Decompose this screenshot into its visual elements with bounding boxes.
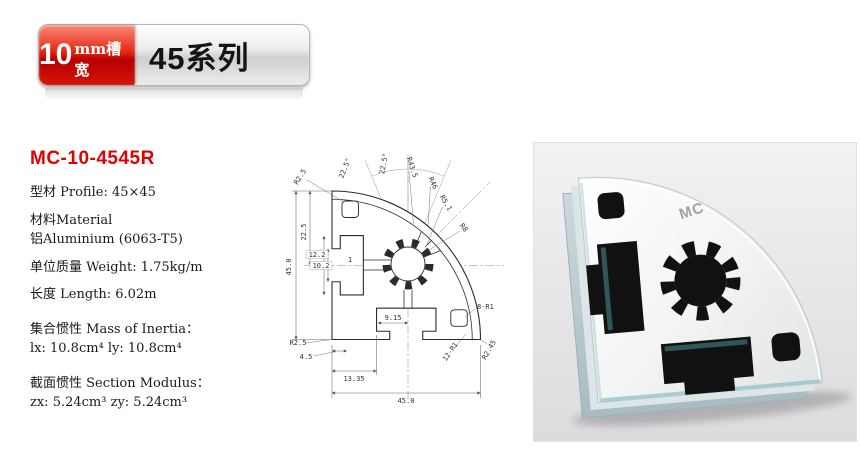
dim-r46: R46: [427, 176, 440, 191]
slot-width-unit: mm槽宽: [74, 40, 122, 79]
spec-inertia-label: 集合惯性 Mass of Inertia：: [30, 322, 199, 338]
dim-r2-45: R2.45: [481, 339, 498, 361]
dim-r25-bottom-left: R2.5: [290, 339, 307, 347]
spec-material-label: 材料Material: [30, 212, 113, 228]
slot-teal-reflection-left: [600, 247, 613, 331]
dim-height-225: 22.5: [300, 224, 308, 241]
dim-10-2: 10.2: [313, 262, 330, 270]
dim-12-r1: 12-R1: [441, 341, 460, 363]
photo-brand-text: MC: [677, 199, 706, 223]
aluminium-profile-3d: MC: [562, 176, 852, 426]
dim-12-2: 12.2: [309, 251, 326, 259]
left-t-slot: [586, 240, 645, 335]
slot-width-number: 10: [39, 38, 73, 71]
product-info: MC-10-4545R 型材 Profile: 45×45 材料Material…: [30, 148, 265, 411]
bottom-t-slot: [660, 336, 754, 395]
slot-width-tab: 10 mm槽宽: [39, 25, 135, 85]
spec-profile: 型材 Profile: 45×45: [30, 185, 156, 200]
dim-width-45: 45.0: [398, 397, 415, 405]
label-boxes: [305, 250, 333, 270]
spec-material-value: 铝Aluminium (6063-T5): [30, 231, 183, 247]
inner-wall-arc: [331, 198, 473, 340]
series-label: 45系列: [149, 40, 250, 76]
spec-inertia-values: lx: 10.8cm⁴ ly: 10.8cm⁴: [30, 341, 182, 357]
dim-r8: R8: [458, 222, 469, 234]
spec-length: 长度 Length: 6.02m: [30, 287, 157, 303]
dim-angle-left: 22.5°: [337, 157, 352, 180]
dim-8-r1: 8-R1: [477, 303, 494, 311]
dim-r25-top: R2.5: [292, 168, 308, 187]
dim-angle-right: 22.5°: [378, 153, 390, 175]
product-photo: MC: [533, 142, 857, 442]
arc-highlight: [580, 179, 822, 382]
product-code: MC-10-4545R: [30, 148, 155, 169]
gear-hole: [382, 238, 434, 290]
series-badge: 10 mm槽宽 45系列: [38, 24, 310, 101]
dim-r5-1: R5.1: [438, 194, 453, 213]
photo-svg: MC: [534, 143, 856, 441]
technical-drawing: 45.0 22.5 12.2 10.2 1 9.15 8-R1 R2.5 4.5…: [262, 146, 520, 448]
dim-height-45: 45.0: [285, 259, 293, 276]
spec-modulus-values: zx: 5.24cm³ zy: 5.24cm³: [30, 394, 188, 410]
cross-section-svg: 45.0 22.5 12.2 10.2 1 9.15 8-R1 R2.5 4.5…: [285, 153, 504, 405]
corner-channel-hole-top-left: [597, 192, 625, 220]
dim-9-15: 9.15: [385, 314, 402, 322]
slot-teal-reflection-bottom: [664, 339, 748, 352]
corner-channel-bottom-right: [450, 309, 468, 327]
dim-4-5: 4.5: [300, 353, 313, 361]
dim-r43-5: R43.5: [405, 156, 419, 179]
spec-weight: 单位质量 Weight: 1.75kg/m: [30, 259, 203, 275]
dim-1: 1: [348, 256, 352, 264]
corner-channel-top-left: [341, 200, 359, 218]
spec-modulus-label: 截面惯性 Section Modulus：: [30, 376, 210, 392]
corner-channel-hole-bottom-right: [771, 332, 801, 362]
leader-lines: [305, 170, 488, 357]
dim-13-35: 13.35: [343, 375, 364, 383]
